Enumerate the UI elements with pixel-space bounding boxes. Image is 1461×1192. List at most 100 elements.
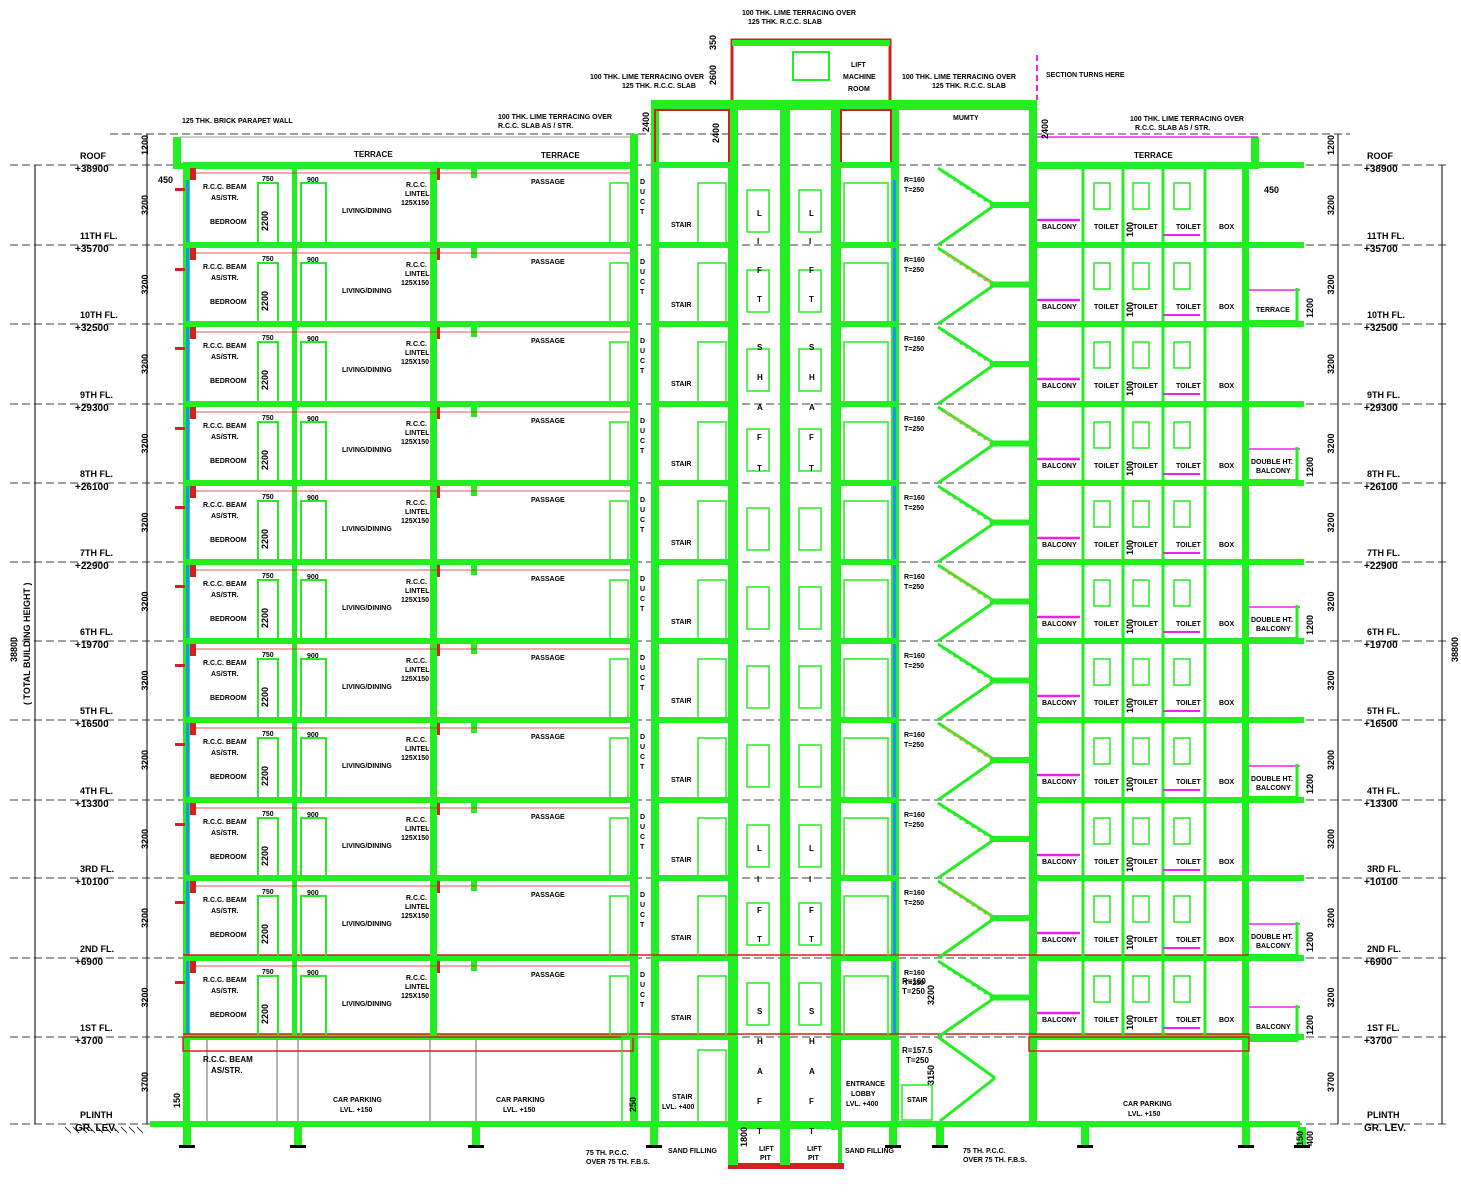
door-lift-lobby [843, 421, 889, 484]
dim-100: 100 [1125, 302, 1135, 317]
projection-slab [1249, 954, 1297, 959]
door-stair [697, 658, 727, 721]
floor-height-dim-right: 3200 [1326, 433, 1336, 453]
rcc-beam-marker [190, 803, 196, 815]
lift-door-right [798, 744, 822, 788]
tread-label: T=250 [904, 900, 924, 907]
toilet-label-3: TOILET [1176, 463, 1201, 470]
level-name-left: ROOF [80, 151, 107, 161]
lintel-label-2: LINTEL [405, 826, 430, 833]
lintel-label-1: R.C.C. [406, 737, 427, 744]
stair-label: STAIR [671, 1015, 691, 1022]
stair-step [984, 200, 991, 205]
dim-900: 900 [307, 890, 319, 897]
door-stair [697, 895, 727, 959]
stair-step [954, 260, 961, 265]
parapet-dim-left: 1200 [140, 135, 150, 155]
box-label: BOX [1219, 383, 1235, 390]
toilet-vent [1093, 341, 1111, 369]
stair-step [942, 172, 949, 177]
column-partition [292, 248, 297, 324]
column-partition [292, 168, 297, 245]
balcony-label: BALCONY [1042, 224, 1077, 231]
stair-flight-down [937, 203, 996, 247]
door-passage [609, 579, 629, 642]
glass-left [186, 180, 189, 1035]
level-value-right: +29300 [1364, 403, 1398, 414]
duct-letter: C [640, 596, 645, 603]
dim-750: 750 [262, 494, 274, 501]
lift-letter-left: H [757, 373, 763, 382]
stair-step [954, 339, 961, 344]
lift-letter-left-lower: I [757, 875, 759, 884]
floor-slab-right [1029, 321, 1304, 327]
level-value-right: +19700 [1364, 640, 1398, 651]
stair-flight [937, 642, 1030, 722]
door-lift-lobby [843, 658, 889, 721]
toilet-vent [1173, 737, 1191, 765]
projection-slab [1249, 1037, 1297, 1042]
duct-letter: T [640, 606, 645, 613]
foundation-footing [179, 1145, 195, 1148]
beam-label-2: AS/STR. [211, 908, 239, 915]
stair-flight-down [937, 916, 996, 960]
stair-step [966, 901, 973, 906]
entrance-label-2: LOBBY [851, 1091, 876, 1098]
dim-750: 750 [262, 889, 274, 896]
lift-letter-right: I [809, 237, 811, 246]
lintel-label-3: 125X150 [401, 993, 429, 1000]
floor-slab-right [1029, 559, 1304, 565]
passage-label: PASSAGE [531, 814, 565, 821]
rcc-beam-marker [190, 565, 196, 577]
ground-hatch [88, 1126, 96, 1134]
projection-dim-1200: 1200 [1305, 1015, 1315, 1035]
level-name-left: 10TH FL. [80, 310, 118, 320]
stair-step [942, 569, 949, 574]
stair-step [984, 834, 991, 840]
column-lintel [430, 486, 437, 562]
level-value-right: +6900 [1364, 957, 1393, 968]
dim-900: 900 [307, 732, 319, 739]
floor-height-dim-left: 3200 [140, 512, 150, 532]
stair-step [984, 676, 991, 681]
rcc-beam-marker [190, 723, 196, 735]
door-living [300, 658, 327, 721]
floor-height-dim-right: 3200 [1326, 591, 1336, 611]
balcony-label: BALCONY [1042, 621, 1077, 628]
passage-label: PASSAGE [531, 338, 565, 345]
stair-step [954, 419, 961, 424]
tread-label: T=250 [904, 267, 924, 274]
lime-terracing-mid-line2: R.C.C. SLAB AS / STR. [498, 123, 573, 130]
ground-beam-label-1: R.C.C. BEAM [203, 1055, 253, 1064]
stair-step [978, 989, 985, 994]
stair-step [972, 351, 979, 356]
lift-room-label-3: ROOM [848, 86, 870, 93]
door-living [300, 579, 327, 642]
level-name-left: 9TH FL. [80, 390, 113, 400]
foundation-footing [468, 1145, 484, 1148]
living-label: LIVING/DINING [342, 605, 392, 612]
duct-letter: C [640, 438, 645, 445]
stair-step [948, 494, 955, 499]
lintel-label-1: R.C.C. [406, 975, 427, 982]
column-mumty-right [1029, 100, 1037, 1124]
lintel-label-1: R.C.C. [406, 817, 427, 824]
stair-flight [937, 405, 1030, 485]
mumty-right-room [840, 109, 892, 166]
dim-750: 750 [262, 811, 274, 818]
tread-label: T=250 [904, 505, 924, 512]
lintel-red [437, 723, 440, 735]
toilet-vent [1173, 262, 1191, 290]
lime-terracing-left-line1: 100 THK. LIME TERRACING OVER [590, 74, 704, 81]
lift-letter-left-lower: L [757, 844, 762, 853]
toilet-label-2: TOILET [1133, 224, 1158, 231]
stair-landing [990, 361, 1030, 367]
ground-height-dim-left: 3700 [140, 1072, 150, 1092]
door-passage [609, 737, 629, 801]
column-lintel [430, 565, 437, 641]
pcc-right-2: OVER 75 TH. F.B.S. [963, 1157, 1027, 1164]
lintel-label-1: R.C.C. [406, 421, 427, 428]
tread-label: T=250 [904, 742, 924, 749]
dim-900: 900 [307, 416, 319, 423]
foundation-column [472, 1127, 480, 1147]
